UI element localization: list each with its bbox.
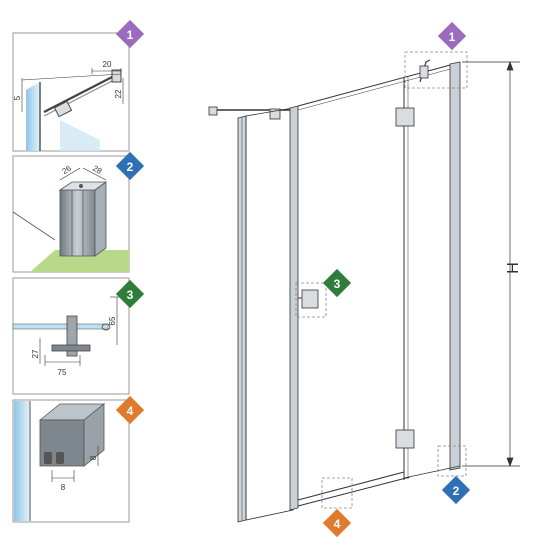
right-wall-profile bbox=[449, 61, 461, 471]
dim-label-27: 27 bbox=[31, 349, 40, 358]
dim-label-5: 5 bbox=[13, 95, 22, 100]
dim-label-65: 65 bbox=[108, 316, 117, 325]
badge-4-main: 4 bbox=[322, 508, 352, 538]
badge-2-main-label: 2 bbox=[453, 484, 460, 498]
marker-region-1 bbox=[404, 51, 468, 89]
stabilizer-bar bbox=[43, 73, 119, 113]
badge-3-main: 3 bbox=[322, 268, 352, 298]
dim-label-75: 75 bbox=[58, 368, 67, 377]
marker-region-2 bbox=[437, 445, 467, 477]
detail-panel-3: 65 27 75 bbox=[12, 277, 130, 395]
dim-label-20: 20 bbox=[103, 60, 112, 69]
handle-base bbox=[51, 344, 91, 352]
shower-tray-floor bbox=[30, 250, 129, 272]
marker-region-4 bbox=[321, 477, 353, 509]
detail-markers bbox=[295, 51, 468, 509]
glass-clamp bbox=[53, 100, 73, 118]
glass-pane bbox=[14, 401, 30, 521]
wall-profile bbox=[59, 189, 96, 257]
main-shower-door bbox=[208, 59, 461, 523]
badge-1-main-label: 1 bbox=[449, 30, 456, 44]
dim-label-8-horizontal: 8 bbox=[61, 483, 66, 492]
glass-edge bbox=[12, 323, 109, 330]
bottom-seal-line bbox=[297, 476, 411, 507]
badge-2-label: 2 bbox=[127, 160, 134, 174]
height-dimension bbox=[462, 61, 520, 467]
badge-4-label: 4 bbox=[127, 404, 134, 418]
handle-post bbox=[66, 315, 78, 357]
marker-region-3 bbox=[295, 282, 327, 318]
dim-label-8-vertical: 8 bbox=[89, 455, 98, 460]
detail-panel-2: 26 28 bbox=[12, 155, 130, 273]
wall-mount bbox=[111, 69, 122, 83]
lower-hinge bbox=[395, 429, 415, 449]
door-left-stile bbox=[289, 105, 299, 511]
fixed-glass-panel bbox=[245, 107, 294, 521]
door-handle bbox=[301, 289, 319, 309]
detail-panel-4: 8 8 bbox=[12, 399, 130, 523]
detail-panel-1: 20 5 22 bbox=[12, 32, 130, 152]
badge-3-main-label: 3 bbox=[334, 277, 341, 291]
badge-1-main: 1 bbox=[437, 21, 467, 51]
upper-hinge bbox=[395, 107, 415, 127]
badge-3-label: 3 bbox=[127, 288, 134, 302]
badge-4-main-label: 4 bbox=[334, 517, 341, 531]
badge-2-main: 2 bbox=[441, 475, 471, 505]
glass-pane bbox=[26, 82, 40, 151]
badge-1-label: 1 bbox=[127, 28, 134, 42]
height-label: H bbox=[505, 262, 522, 274]
dim-label-22: 22 bbox=[114, 89, 123, 98]
